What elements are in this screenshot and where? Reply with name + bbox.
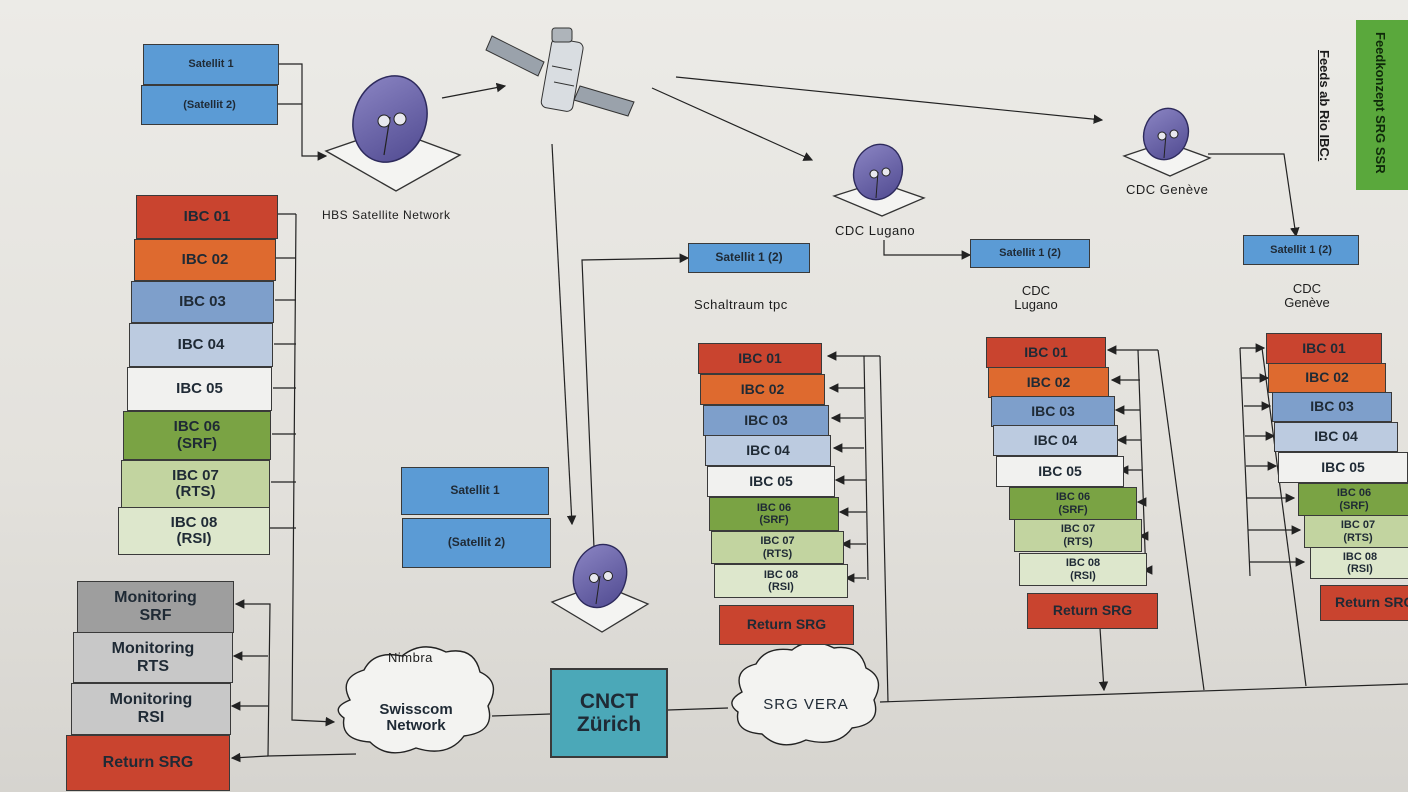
satellite-dish-icon (832, 143, 926, 217)
tpc-ibc-02: IBC 02 (700, 374, 825, 405)
monitoring-return-srg-box: Return SRG (66, 735, 230, 791)
hbs-label: HBS Satellite Network (322, 208, 451, 222)
left-ibc-07: IBC 07 (RTS) (121, 460, 270, 508)
satellite-dish-icon (324, 75, 462, 192)
geneve-ibc-02: IBC 02 (1268, 363, 1386, 393)
geneve-ibc-05: IBC 05 (1278, 452, 1408, 483)
monitoring-rsi-box: Monitoring RSI (71, 683, 231, 735)
swisscom-cloud (337, 646, 495, 754)
lugano-ibc-03: IBC 03 (991, 396, 1115, 427)
left-ibc-01: IBC 01 (136, 195, 278, 239)
cnct-zurich-box: CNCT Zürich (550, 668, 668, 758)
lugano-satellit-box: Satellit 1 (2) (970, 239, 1090, 268)
hbs-satellit-2-box: (Satellit 2) (141, 85, 278, 125)
lugano-ibc-06: IBC 06 (SRF) (1009, 487, 1137, 520)
geneve-ibc-08: IBC 08 (RSI) (1310, 547, 1408, 579)
geneve-ibc-01: IBC 01 (1266, 333, 1382, 364)
tpc-ibc-04: IBC 04 (705, 435, 831, 466)
tpc-ibc-08: IBC 08 (RSI) (714, 564, 848, 598)
geneve-label: CDC Genève (1284, 280, 1330, 310)
left-ibc-05: IBC 05 (127, 367, 272, 411)
tpc-ibc-07: IBC 07 (RTS) (711, 531, 844, 564)
satellite-dish-icon (1122, 107, 1212, 177)
geneve-ibc-03: IBC 03 (1272, 392, 1392, 422)
geneve-ibc-04: IBC 04 (1274, 422, 1398, 452)
left-ibc-02: IBC 02 (134, 239, 276, 281)
lugano-return-srg-box: Return SRG (1027, 593, 1158, 629)
tpc-ibc-06: IBC 06 (SRF) (709, 497, 839, 531)
tpc-label: Schaltraum tpc (694, 297, 788, 312)
geneve-ibc-07: IBC 07 (RTS) (1304, 515, 1408, 548)
lugano-ibc-04: IBC 04 (993, 425, 1118, 456)
monitoring-rts-box: Monitoring RTS (73, 632, 233, 683)
monitoring-srf-box: Monitoring SRF (77, 581, 234, 633)
lugano-ibc-07: IBC 07 (RTS) (1014, 519, 1142, 552)
side-banner-text: Feedkonzept SRG SSR (1373, 32, 1388, 174)
lugano-ibc-02: IBC 02 (988, 367, 1109, 398)
tpc-ibc-01: IBC 01 (698, 343, 822, 374)
geneve-return-srg-box: Return SRG (1320, 585, 1408, 621)
lugano-ibc-05: IBC 05 (996, 456, 1124, 487)
satellite-dish-icon (550, 543, 650, 633)
middle-satellit-1-box: Satellit 1 (401, 467, 549, 515)
left-ibc-08: IBC 08 (RSI) (118, 507, 270, 555)
side-title: Feeds ab Rio IBC: (1317, 50, 1332, 162)
left-ibc-03: IBC 03 (131, 281, 274, 323)
geneve-dish-label: CDC Genève (1126, 182, 1209, 197)
lugano-ibc-08: IBC 08 (RSI) (1019, 553, 1147, 586)
lugano-dish-label: CDC Lugano (835, 223, 916, 238)
side-banner: Feedkonzept SRG SSR (1356, 20, 1408, 190)
nimbra-label: Nimbra (388, 650, 433, 665)
hbs-satellit-1-box: Satellit 1 (143, 44, 279, 85)
swisscom-network-label: Swisscom Network (379, 700, 453, 734)
tpc-satellit-box: Satellit 1 (2) (688, 243, 810, 273)
srg-vera-label: SRG VERA (763, 695, 849, 713)
srg-vera-cloud (731, 641, 880, 746)
middle-satellit-2-box: (Satellit 2) (402, 518, 551, 568)
tpc-ibc-03: IBC 03 (703, 405, 829, 436)
tpc-ibc-05: IBC 05 (707, 466, 835, 497)
lugano-ibc-01: IBC 01 (986, 337, 1106, 368)
left-ibc-06: IBC 06 (SRF) (123, 411, 271, 460)
satellite-icon (485, 27, 635, 117)
lugano-label: CDC Lugano (1014, 282, 1058, 312)
geneve-satellit-box: Satellit 1 (2) (1243, 235, 1359, 265)
geneve-ibc-06: IBC 06 (SRF) (1298, 483, 1408, 516)
tpc-return-srg-box: Return SRG (719, 605, 854, 645)
left-ibc-04: IBC 04 (129, 323, 273, 367)
